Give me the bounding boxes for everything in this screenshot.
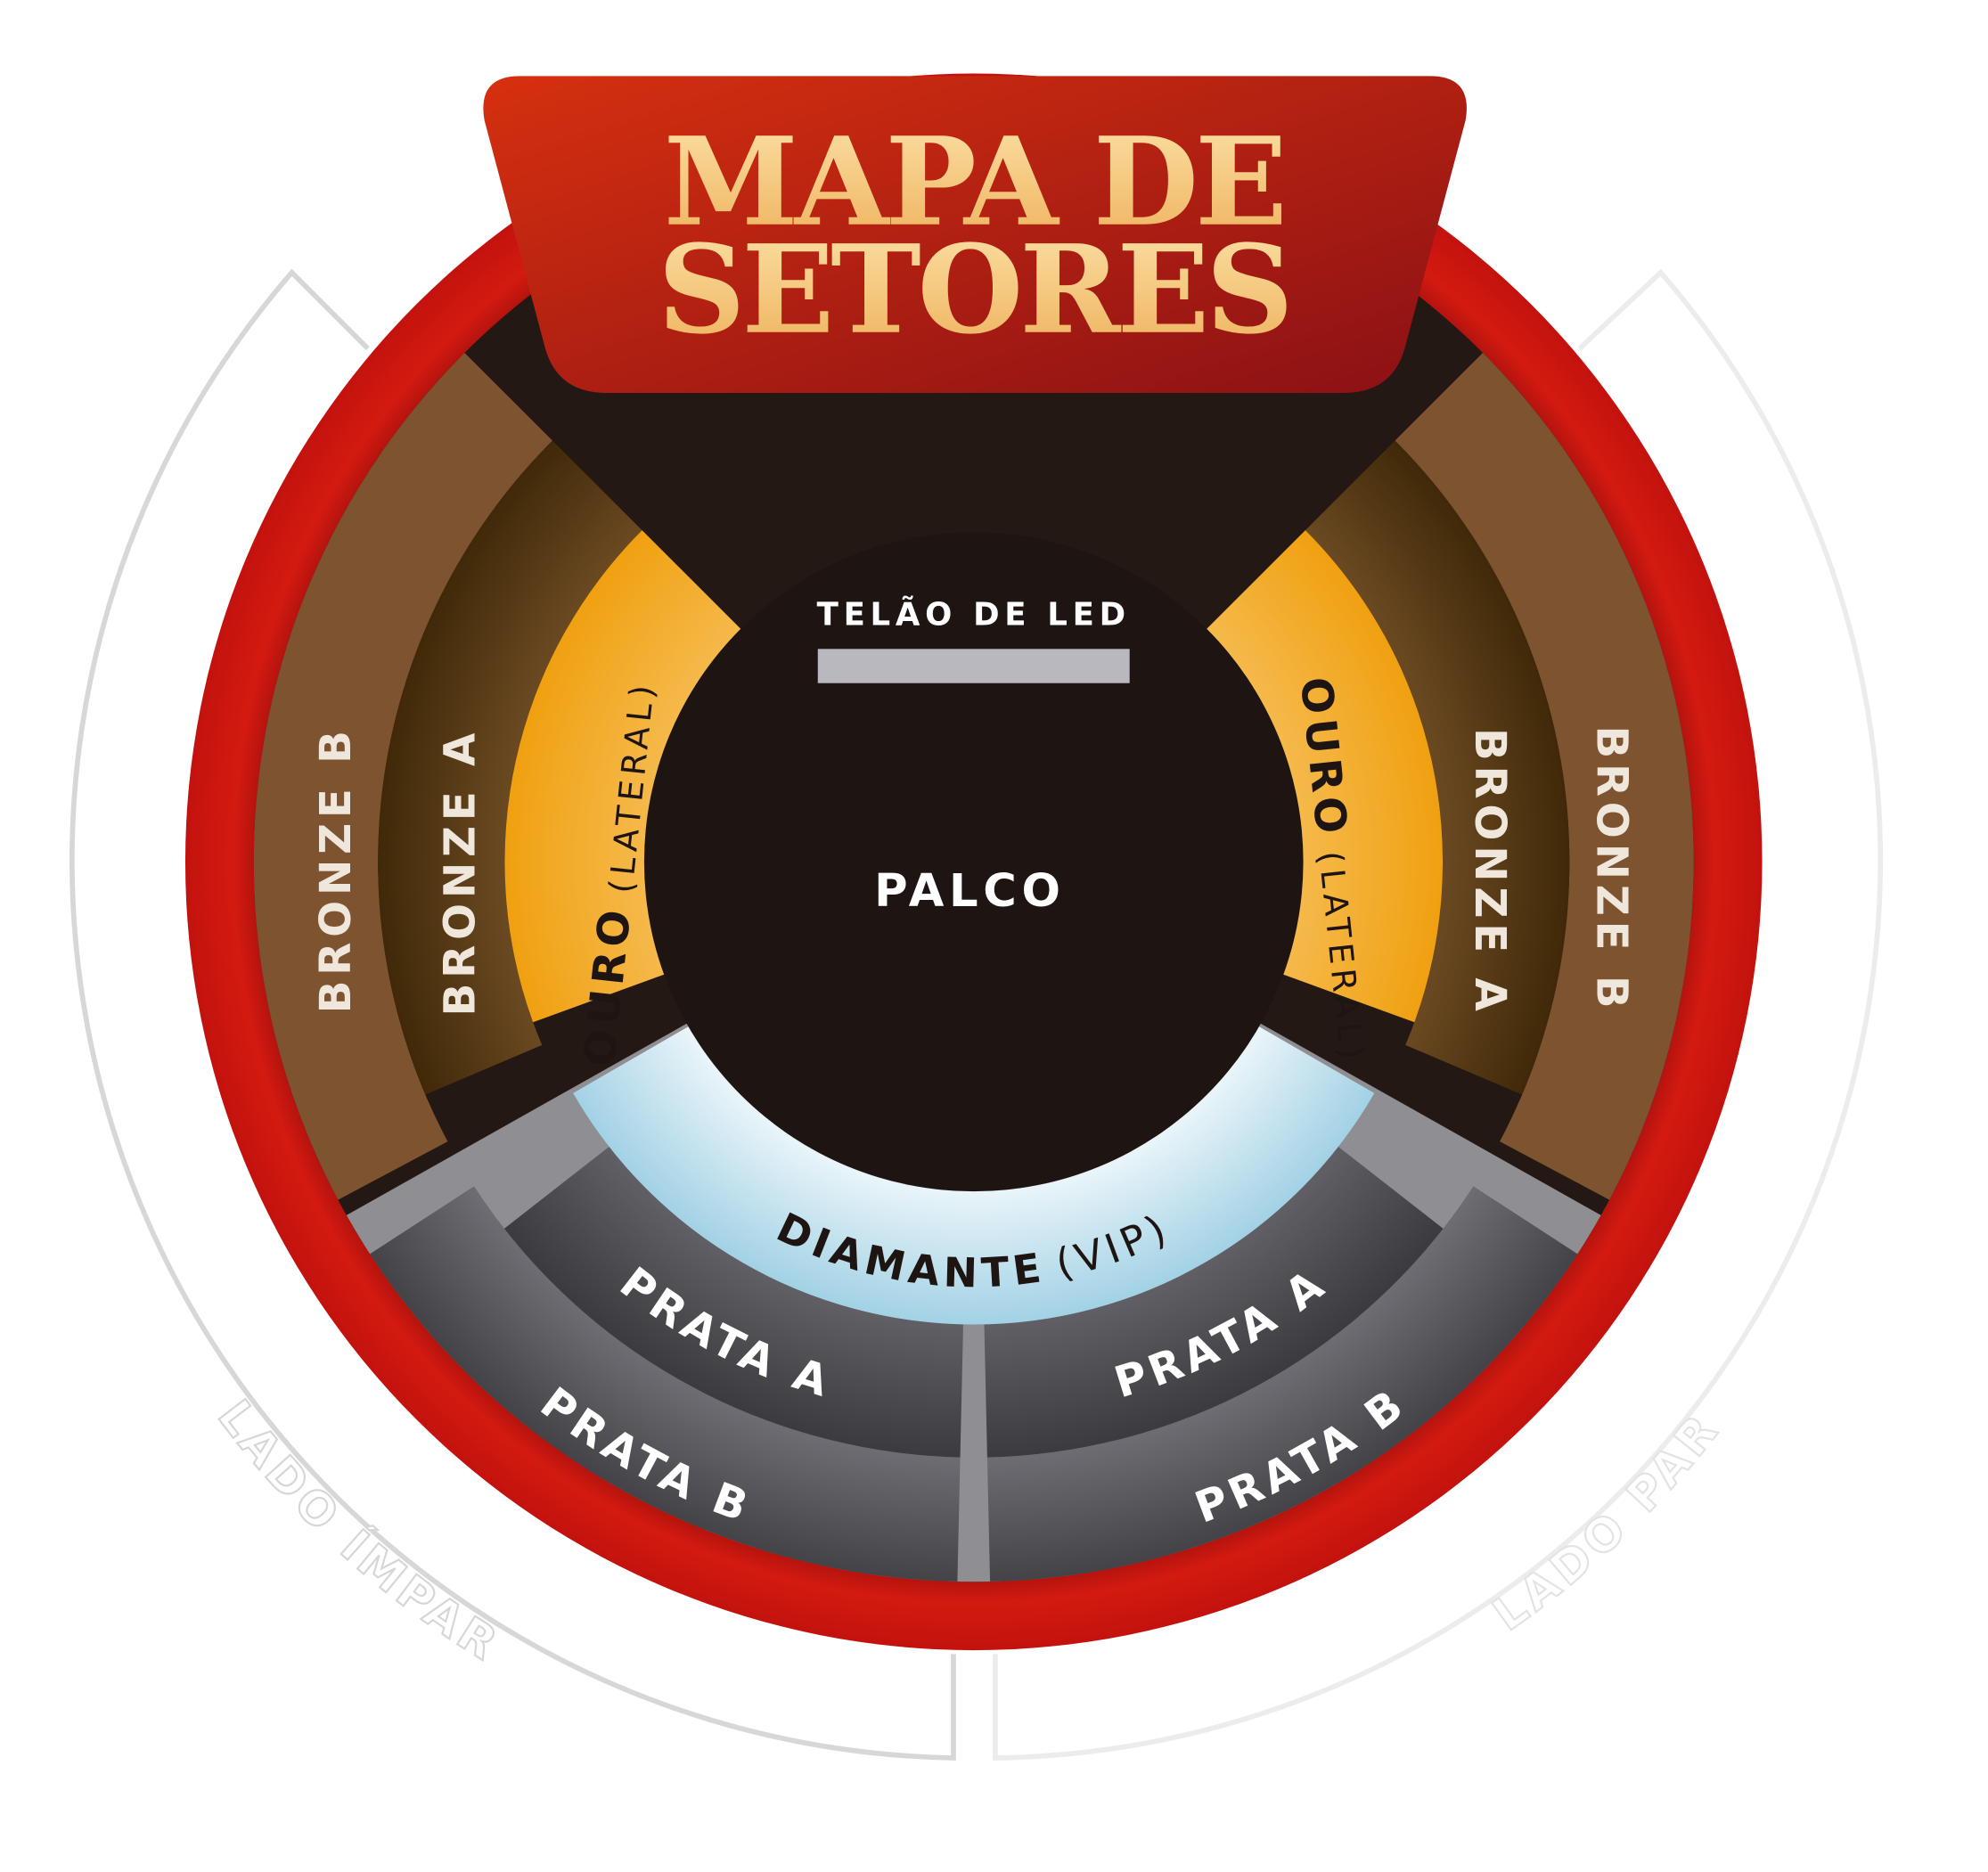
- sector-bronze-a-right[interactable]: [1305, 440, 1570, 1095]
- led-screen: [817, 649, 1130, 683]
- label-bronze-b-left: BRONZE B: [311, 725, 361, 1013]
- sector-bronze-b-left[interactable]: [253, 352, 552, 1200]
- sector-diamante-vip[interactable]: [573, 1025, 1375, 1325]
- right-side-bracket: [993, 268, 1884, 1761]
- sector-ouro-left[interactable]: [504, 530, 743, 1023]
- title-banner: [483, 76, 1467, 393]
- stage-palco: [643, 532, 1304, 1192]
- sector-bronze-a-left[interactable]: [378, 440, 642, 1095]
- label-lado-par: LADO PAR: [1484, 1402, 1731, 1641]
- sector-prata-b-right[interactable]: [986, 1186, 1578, 1582]
- sector-bronze-b-right[interactable]: [1395, 352, 1694, 1200]
- label-bronze-a-left: BRONZE A: [435, 728, 485, 1017]
- label-bronze-b-right: BRONZE B: [1587, 725, 1637, 1013]
- title-line-2: SETORES: [658, 219, 1290, 362]
- sector-prata-a-right[interactable]: [984, 1146, 1444, 1458]
- stage-label: PALCO: [874, 864, 1066, 918]
- sector-prata-a-left[interactable]: [503, 1146, 963, 1458]
- left-side-bracket: [70, 268, 956, 1761]
- led-screen-label: TELÃO DE LED: [817, 595, 1131, 633]
- title-line-1: MAPA DE: [664, 111, 1284, 254]
- sector-prata-b-left[interactable]: [370, 1186, 961, 1582]
- label-bronze-a-right: BRONZE A: [1465, 728, 1515, 1017]
- sector-ouro-right[interactable]: [1205, 530, 1444, 1023]
